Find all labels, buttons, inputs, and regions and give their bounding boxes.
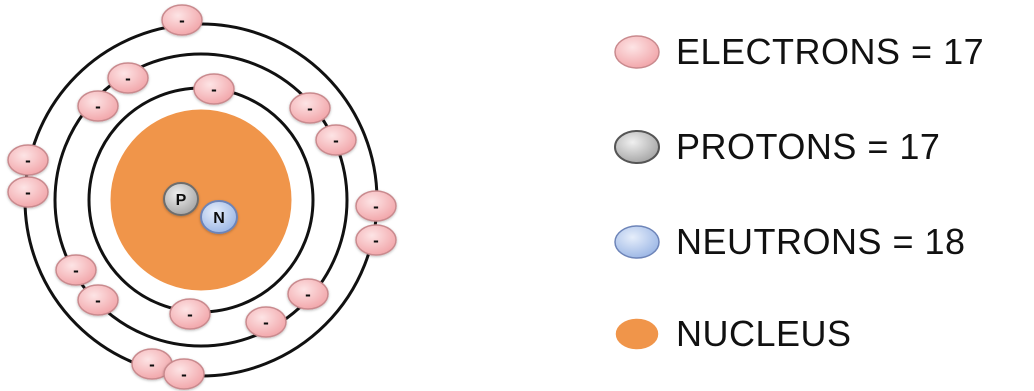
proton: P <box>163 182 199 216</box>
legend-item-nucleus: NUCLEUS <box>612 304 852 364</box>
electron: - <box>161 4 203 36</box>
electron: - <box>7 176 49 208</box>
neutron-swatch-icon <box>614 225 660 259</box>
legend-item-protons: PROTONS = 17 <box>612 117 940 177</box>
nucleus <box>107 106 295 294</box>
neutron-label: N <box>213 210 225 227</box>
electron: - <box>169 298 211 330</box>
electron-swatch-icon <box>614 35 660 69</box>
electron-label: - <box>95 291 101 310</box>
electron-label: - <box>373 197 379 216</box>
electron: - <box>107 62 149 94</box>
nucleus-swatch-icon <box>614 317 660 351</box>
electron: - <box>245 306 287 338</box>
electron-label: - <box>307 99 313 118</box>
electron: - <box>289 92 331 124</box>
legend-item-electrons: ELECTRONS = 17 <box>612 22 984 82</box>
electron-label: - <box>25 151 31 170</box>
electron-label: - <box>73 261 79 280</box>
electron: - <box>315 124 357 156</box>
electron: - <box>7 144 49 176</box>
electron-label: - <box>181 365 187 384</box>
electron-label: - <box>373 231 379 250</box>
electron-label: - <box>95 97 101 116</box>
electron-label: - <box>263 313 269 332</box>
electron-label: - <box>305 285 311 304</box>
electron-label: - <box>211 80 217 99</box>
proton-swatch-icon <box>614 130 660 164</box>
electron-label: - <box>179 11 185 30</box>
legend-label-electrons: ELECTRONS = 17 <box>676 31 985 72</box>
proton-label: P <box>176 192 187 209</box>
electron-label: - <box>333 131 339 150</box>
orbit-middle <box>53 52 349 348</box>
legend-item-neutrons: NEUTRONS = 18 <box>612 212 966 272</box>
electron: - <box>163 358 205 390</box>
legend-label-nucleus: NUCLEUS <box>676 313 852 354</box>
neutron: N <box>200 200 238 234</box>
legend-label-protons: PROTONS = 17 <box>676 126 941 167</box>
electron: - <box>355 190 397 222</box>
atom-diagram: - - - - - - - - - - - - <box>7 4 397 390</box>
electron-label: - <box>125 69 131 88</box>
electron: - <box>77 90 119 122</box>
electron: - <box>193 73 235 105</box>
electron: - <box>77 284 119 316</box>
electron: - <box>55 254 97 286</box>
electron: - <box>287 278 329 310</box>
legend-label-neutrons: NEUTRONS = 18 <box>676 221 966 262</box>
electron-label: - <box>25 183 31 202</box>
electron: - <box>355 224 397 256</box>
electron-label: - <box>187 305 193 324</box>
electron-label: - <box>149 355 155 374</box>
